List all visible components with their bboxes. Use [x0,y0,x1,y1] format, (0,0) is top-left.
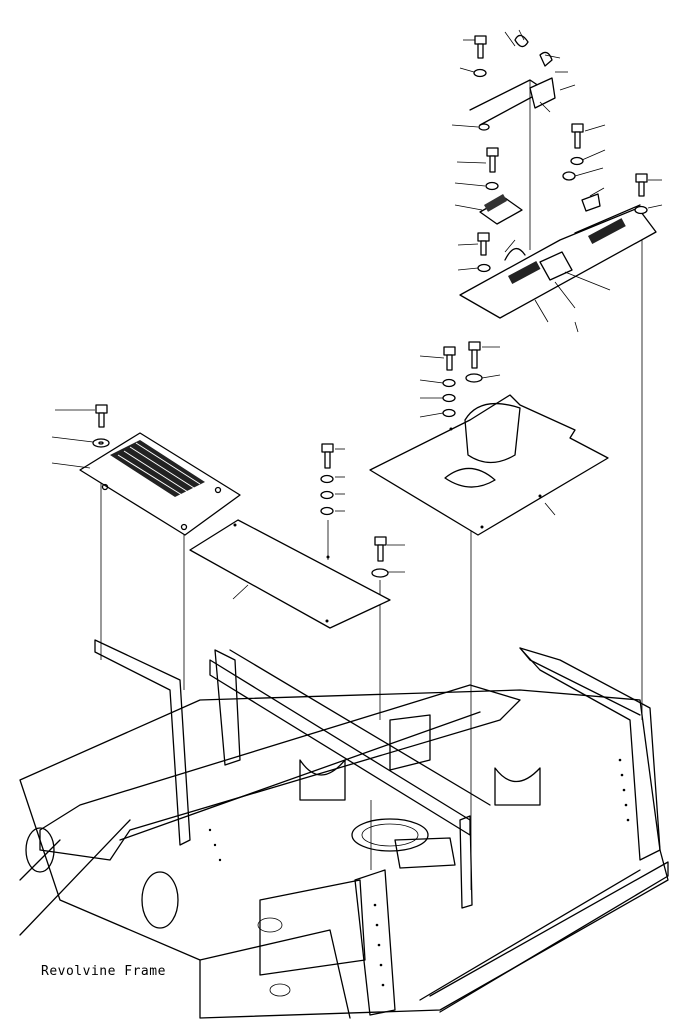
center-floor-plate [189,519,391,629]
revolving-frame [19,639,669,1019]
right-floor-plate [369,394,609,536]
assembly-guide-lines [100,80,643,890]
left-grille-cover-plate [79,432,241,536]
bolt [562,123,584,181]
bolt [473,35,487,78]
bolt [465,341,483,383]
bolt [442,346,456,418]
bolt [477,232,491,273]
bolt [485,147,499,191]
diagram-caption: Revolvine Frame [41,964,166,979]
bolt [320,443,334,516]
fasteners [92,34,648,578]
bolt [371,536,389,578]
callout-leader-lines [51,29,663,600]
bolt [634,173,648,215]
top-control-plate [459,77,657,319]
bolt [92,404,110,448]
